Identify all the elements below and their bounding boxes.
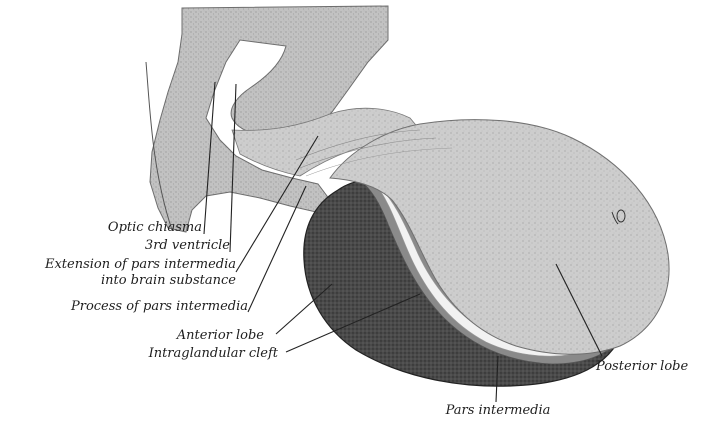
label-optic-chiasma: Optic chiasma	[40, 220, 202, 235]
label-third-ventricle: 3rd ventricle	[40, 238, 230, 253]
label-extension-line2: into brain substance	[4, 273, 236, 288]
label-process-pars-intermedia: Process of pars intermedia	[4, 299, 248, 314]
label-extension-line1: Extension of pars intermedia	[4, 257, 236, 272]
label-posterior-lobe: Posterior lobe	[596, 359, 688, 374]
label-anterior-lobe: Anterior lobe	[60, 328, 264, 343]
label-intraglandular-cleft: Intraglandular cleft	[60, 346, 278, 361]
label-pars-intermedia: Pars intermedia	[420, 403, 576, 418]
